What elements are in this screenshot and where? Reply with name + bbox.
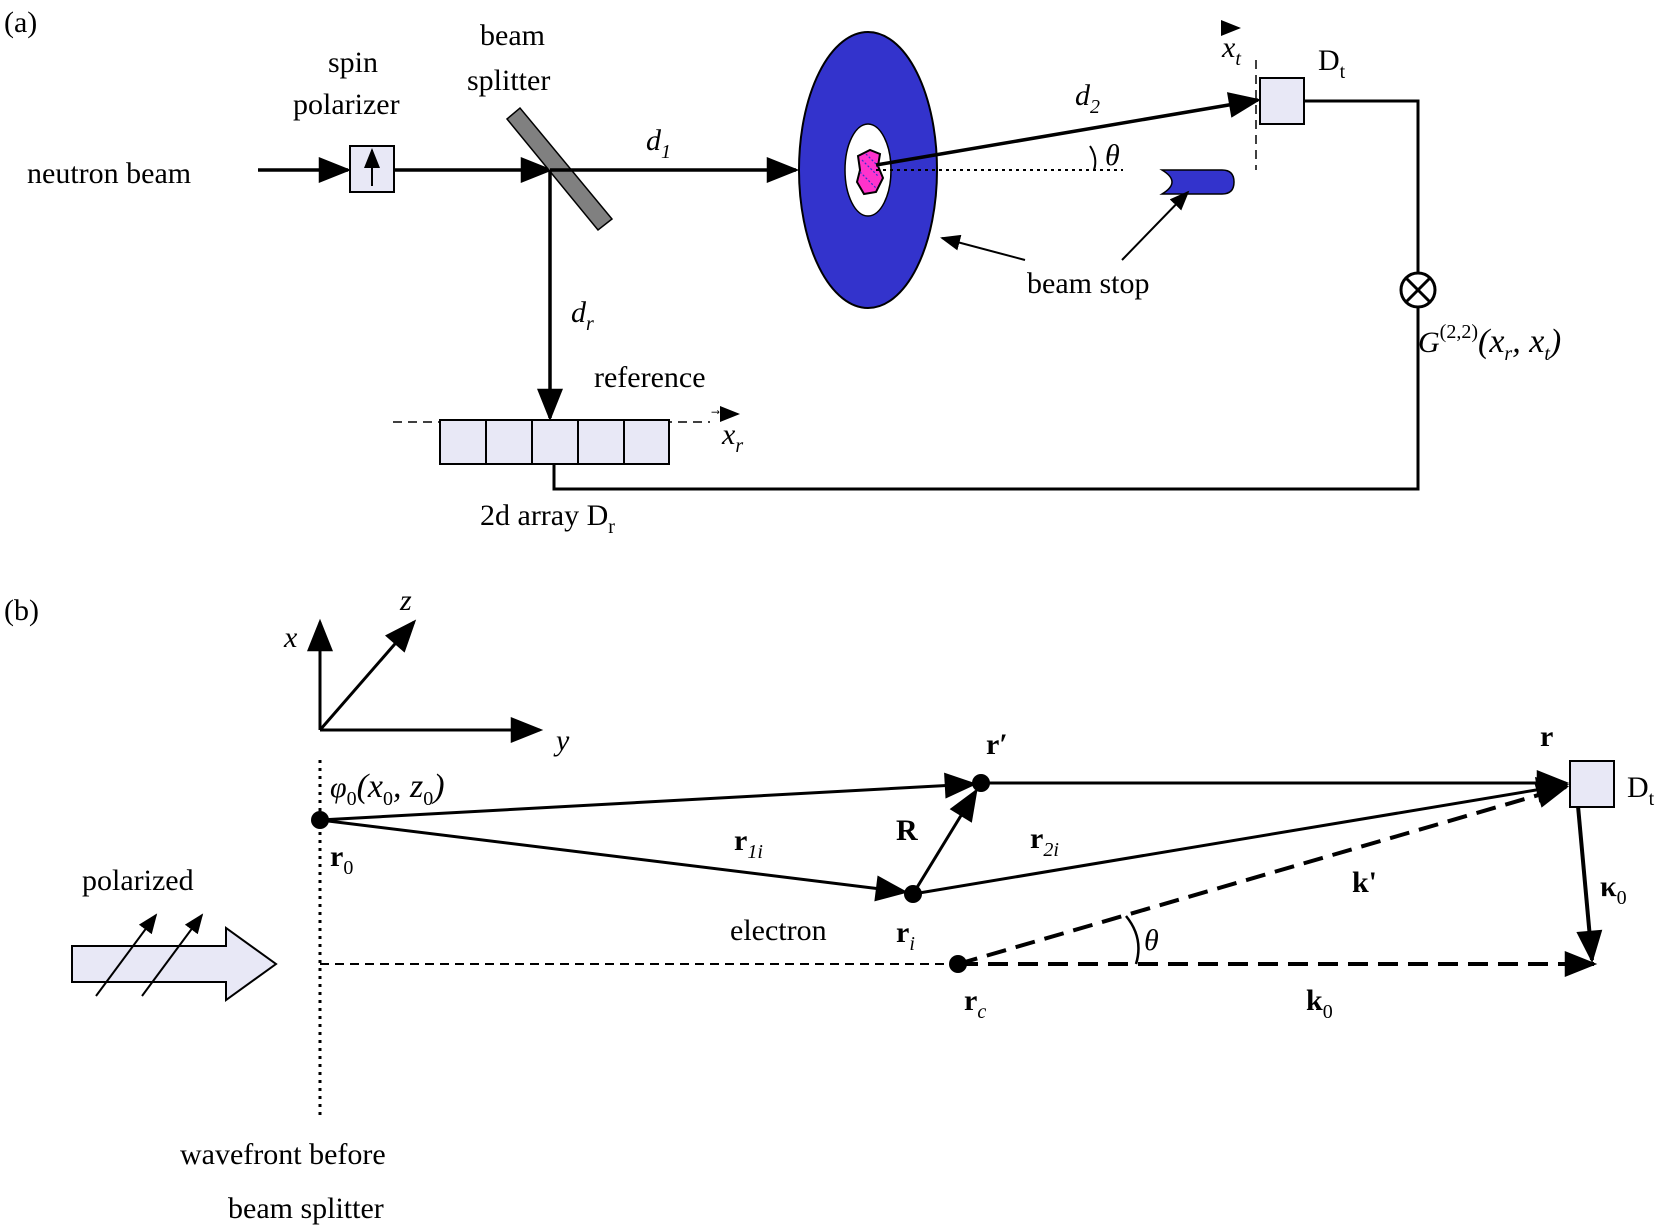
axis-y-label: y — [553, 724, 570, 757]
panel-a-label: (a) — [4, 6, 37, 39]
xr-label: xr — [721, 418, 743, 457]
polarized-label: polarized — [82, 864, 194, 897]
coincidence-wire-top — [1304, 99, 1420, 274]
coincidence-wire-bottom — [552, 307, 1420, 491]
panel-a: (a) neutron beam spin polarizer beam spl… — [4, 6, 1561, 538]
dt-label-b: Dt — [1627, 771, 1655, 810]
sample — [855, 148, 885, 196]
kprime-label: k' — [1352, 866, 1377, 899]
vector-R — [911, 788, 978, 895]
beam-stop-pointer — [1121, 190, 1190, 261]
ri-label: ri — [896, 916, 915, 955]
r1i-label: r1i — [734, 824, 763, 863]
array-pixel — [531, 419, 579, 465]
xt-label: xt — [1221, 31, 1241, 70]
spin-polarizer-label-line1: spin — [328, 46, 378, 79]
vector-r1i — [319, 818, 909, 902]
reference-label: reference — [594, 361, 706, 394]
rc-label: rc — [964, 984, 986, 1023]
theta-label-a: θ — [1105, 139, 1120, 172]
theta-label-b: θ — [1144, 924, 1159, 957]
neutron-beam-label: neutron beam — [27, 157, 191, 190]
vector-kappa0 — [1576, 805, 1603, 964]
kappa0-label: κ0 — [1600, 870, 1627, 909]
beam-splitter-label-line1: beam — [480, 19, 545, 52]
panel-b: (b) x y z wavefront before beam splitter… — [4, 584, 1655, 1225]
electron-label: electron — [730, 914, 827, 947]
spin-arrow-1 — [95, 913, 158, 997]
array-pixel — [439, 419, 487, 465]
axis-x-label: x — [283, 621, 298, 654]
axis-z-label: z — [399, 584, 412, 617]
dt-label-a: Dt — [1318, 44, 1346, 83]
theta-arc-a — [1089, 145, 1097, 171]
wavefront-label-line2: beam splitter — [228, 1192, 384, 1225]
vector-r2i — [912, 776, 1570, 896]
r-label: r — [1540, 720, 1553, 753]
beam-stop-label: beam stop — [1027, 267, 1149, 300]
g-function-label: G(2,2)(xr, xt) — [1418, 321, 1561, 365]
detector-dt — [1259, 77, 1305, 125]
r2i-label: r2i — [1030, 822, 1059, 861]
array-pixel — [577, 419, 625, 465]
spin-arrow-2 — [141, 913, 204, 997]
xr-vector-arrow: ⃗ — [711, 410, 720, 414]
target-pointer — [940, 234, 1026, 261]
d2-label: d2 — [1075, 79, 1100, 118]
wavefront-label-line1: wavefront before — [180, 1138, 386, 1171]
axis-z — [318, 619, 417, 731]
scattered-beam — [875, 92, 1262, 167]
vector-kprime — [957, 782, 1570, 966]
spin-polarizer-label-line2: polarizer — [293, 88, 400, 121]
dr-label: dr — [571, 296, 594, 335]
polarized-beam-arrow — [71, 926, 278, 1002]
beam-splitter-label-line2: splitter — [467, 64, 550, 97]
r0-label: r0 — [330, 840, 353, 879]
array-label: 2d array Dr — [480, 499, 615, 538]
theta-arc-b — [1125, 915, 1140, 965]
array-pixel — [485, 419, 533, 465]
d1-label: d1 — [646, 124, 671, 163]
beam-stop — [1159, 169, 1235, 195]
phi0-label: φ0(x0, z0) — [330, 768, 445, 810]
detector-dt-b — [1569, 760, 1615, 808]
array-pixel — [623, 419, 670, 465]
vector-r0-to-rprime — [319, 772, 978, 822]
multiplier-cross-2 — [1404, 276, 1432, 304]
k0-label: k0 — [1306, 984, 1333, 1023]
rprime-label: r′ — [986, 728, 1008, 761]
R-label: R — [896, 814, 918, 847]
panel-b-label: (b) — [4, 594, 39, 627]
